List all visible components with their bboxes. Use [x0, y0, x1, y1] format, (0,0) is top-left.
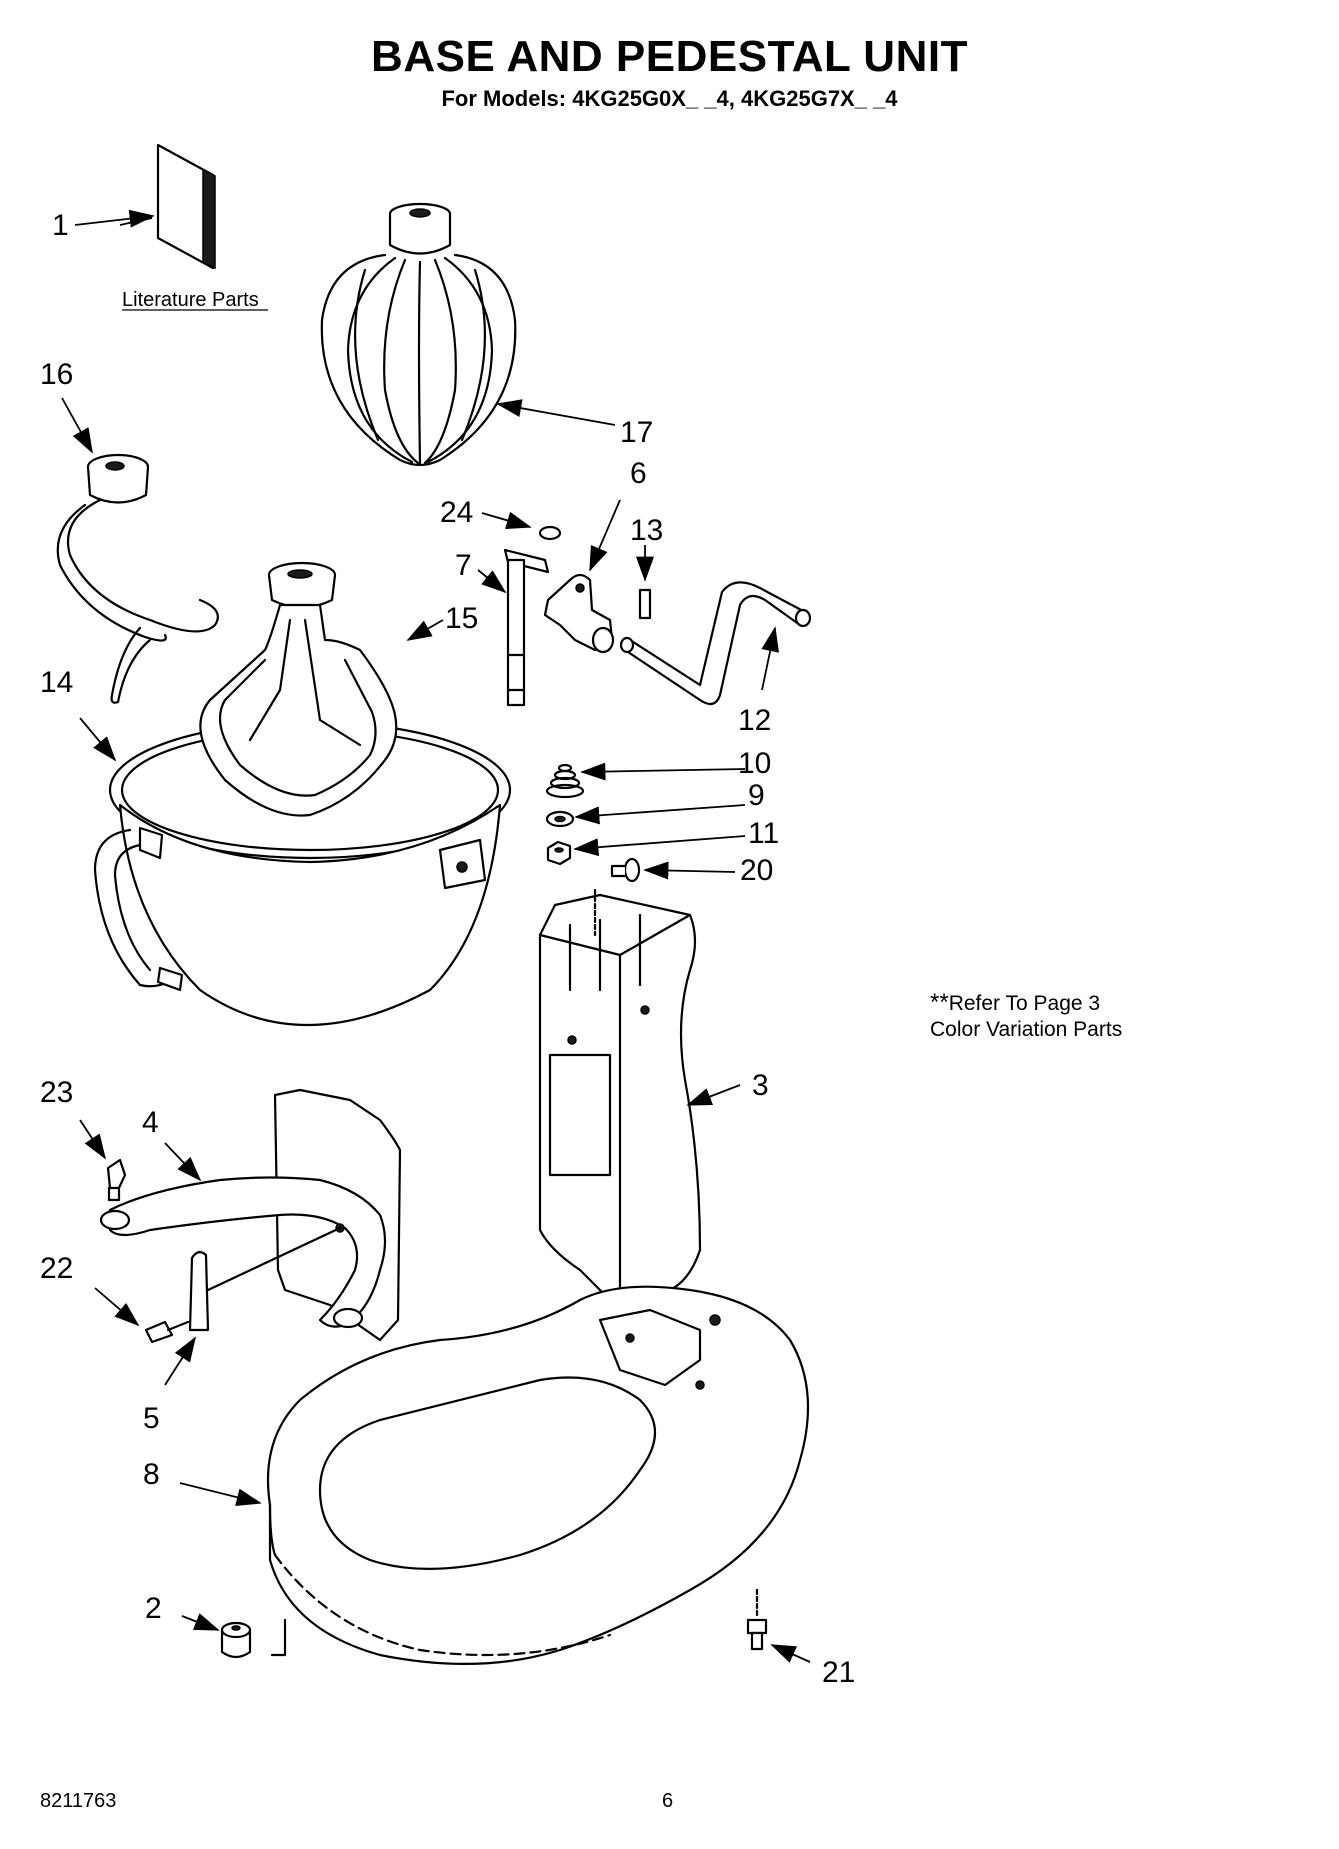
leader-10	[580, 762, 746, 781]
note-line-1: Refer To Page 3	[948, 992, 1101, 1015]
washer	[545, 810, 575, 828]
callout-13: 13	[630, 514, 663, 547]
callout-24: 23	[40, 1076, 73, 1109]
callout-12: 12	[738, 704, 771, 737]
flat-beater	[199, 561, 398, 817]
callout-11: 11	[748, 817, 779, 850]
leader-21	[770, 1644, 811, 1663]
leader-7	[477, 569, 507, 594]
callout-8: 8	[143, 1458, 160, 1491]
mixer-base	[266, 1285, 810, 1665]
bowl-clamp-strap	[188, 1226, 342, 1332]
callout-14: 14	[40, 666, 73, 699]
retaining-ring	[538, 525, 562, 541]
callout-17: 17	[620, 416, 653, 449]
page-number: 6	[662, 1790, 674, 1812]
bumper-pin	[106, 1158, 127, 1202]
literature-parts-booklet	[119, 143, 216, 270]
callout-21: 21	[822, 1656, 855, 1689]
page-subtitle: For Models: 4KG25G0X_ _4, 4KG25G7X_ _4	[441, 86, 898, 111]
leader-9	[574, 804, 746, 825]
leader-1	[74, 209, 155, 228]
roll-pin	[638, 588, 652, 620]
callout-15: 15	[445, 602, 478, 635]
wire-whip	[320, 202, 517, 467]
callout-16: 16	[40, 358, 73, 391]
lift-cam-bracket	[543, 573, 615, 654]
pedestal-column	[538, 888, 702, 1312]
bowl-support-bracket	[99, 1088, 402, 1342]
callout-10: 10	[738, 747, 771, 780]
leader-22	[94, 1287, 140, 1327]
rubber-foot	[220, 1618, 287, 1659]
callout-3: 3	[752, 1069, 769, 1102]
leader-15	[406, 619, 444, 641]
leader-17	[496, 399, 616, 426]
leader-2	[181, 1613, 220, 1631]
leader-6	[589, 499, 621, 572]
callout-7: 7	[455, 549, 472, 582]
color-variation-note: **Refer To Page 3 Color Variation Parts	[930, 990, 1122, 1043]
callout-20: 20	[740, 854, 773, 887]
screw-21	[746, 1588, 768, 1651]
leader-3	[686, 1084, 741, 1106]
callout-5: 5	[143, 1402, 160, 1435]
leader-23	[481, 511, 532, 530]
callout-2: 2	[145, 1592, 162, 1625]
leader-8	[179, 1482, 262, 1507]
leader-20	[643, 861, 736, 880]
note-line-2: Color Variation Parts	[930, 1018, 1123, 1041]
leader-24	[79, 1119, 106, 1160]
note-stars: **	[930, 989, 949, 1016]
leader-16	[61, 397, 93, 454]
nut	[546, 840, 572, 866]
leader-14	[79, 717, 117, 762]
dough-hook	[56, 453, 219, 704]
leader-12	[761, 626, 780, 691]
screw-22	[144, 1320, 190, 1344]
callout-22: 22	[40, 1252, 73, 1285]
screw-20	[610, 857, 641, 883]
spring	[545, 763, 585, 799]
bowl-lift-rod	[503, 548, 550, 707]
page-title: BASE AND PEDESTAL UNIT	[371, 32, 968, 81]
document-number: 8211763	[40, 1790, 117, 1812]
callout-6: 6	[630, 457, 647, 490]
callout-1: 1	[52, 209, 69, 242]
callout-9: 9	[748, 779, 765, 812]
callout-4: 4	[142, 1106, 159, 1139]
leader-11	[573, 835, 746, 857]
callout-23: 24	[440, 496, 473, 529]
leader-4	[164, 1142, 202, 1182]
leader-5	[164, 1336, 196, 1386]
lift-handle	[619, 581, 812, 706]
literature-parts-label: Literature Parts	[122, 289, 259, 311]
